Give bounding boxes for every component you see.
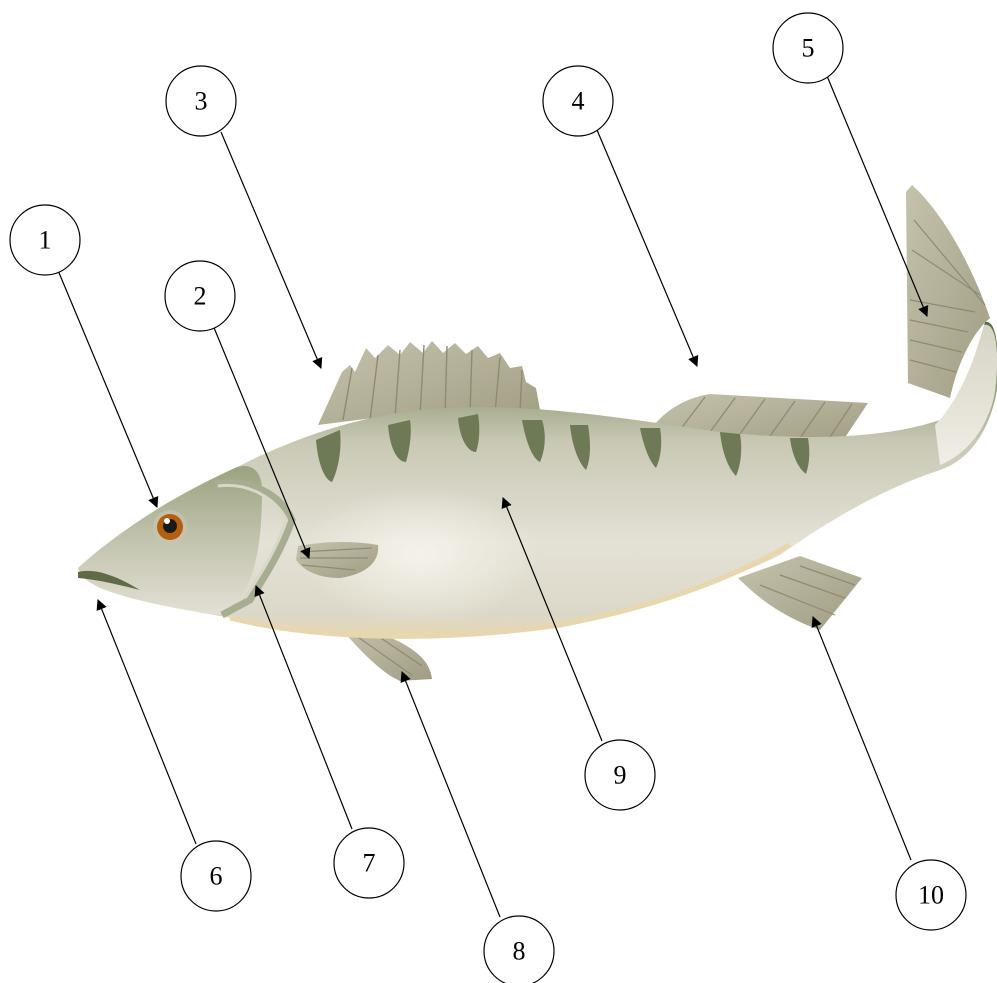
svg-text:3: 3 — [195, 87, 208, 116]
svg-text:2: 2 — [194, 282, 207, 311]
callout-6: 6 — [181, 841, 251, 911]
callout-4: 4 — [543, 66, 613, 136]
svg-text:1: 1 — [39, 226, 52, 255]
leader-1 — [57, 268, 157, 507]
leader-6 — [98, 600, 196, 844]
callout-5: 5 — [773, 13, 843, 83]
callout-2: 2 — [165, 261, 235, 331]
svg-text:10: 10 — [918, 881, 944, 910]
anal-fin — [738, 556, 862, 630]
svg-text:8: 8 — [513, 937, 526, 966]
svg-text:5: 5 — [802, 34, 815, 63]
svg-text:4: 4 — [572, 87, 585, 116]
callout-1: 1 — [10, 205, 80, 275]
leader-3 — [221, 132, 321, 368]
fish-eye — [153, 510, 187, 544]
callout-3: 3 — [166, 66, 236, 136]
leader-8 — [402, 672, 500, 917]
leader-4 — [597, 130, 697, 366]
svg-text:7: 7 — [363, 849, 376, 878]
callout-9: 9 — [585, 740, 655, 810]
callout-10: 10 — [896, 860, 966, 930]
svg-text:6: 6 — [210, 862, 223, 891]
leader-10 — [813, 617, 911, 860]
svg-text:9: 9 — [614, 761, 627, 790]
callout-7: 7 — [334, 828, 404, 898]
callout-8: 8 — [484, 916, 554, 983]
